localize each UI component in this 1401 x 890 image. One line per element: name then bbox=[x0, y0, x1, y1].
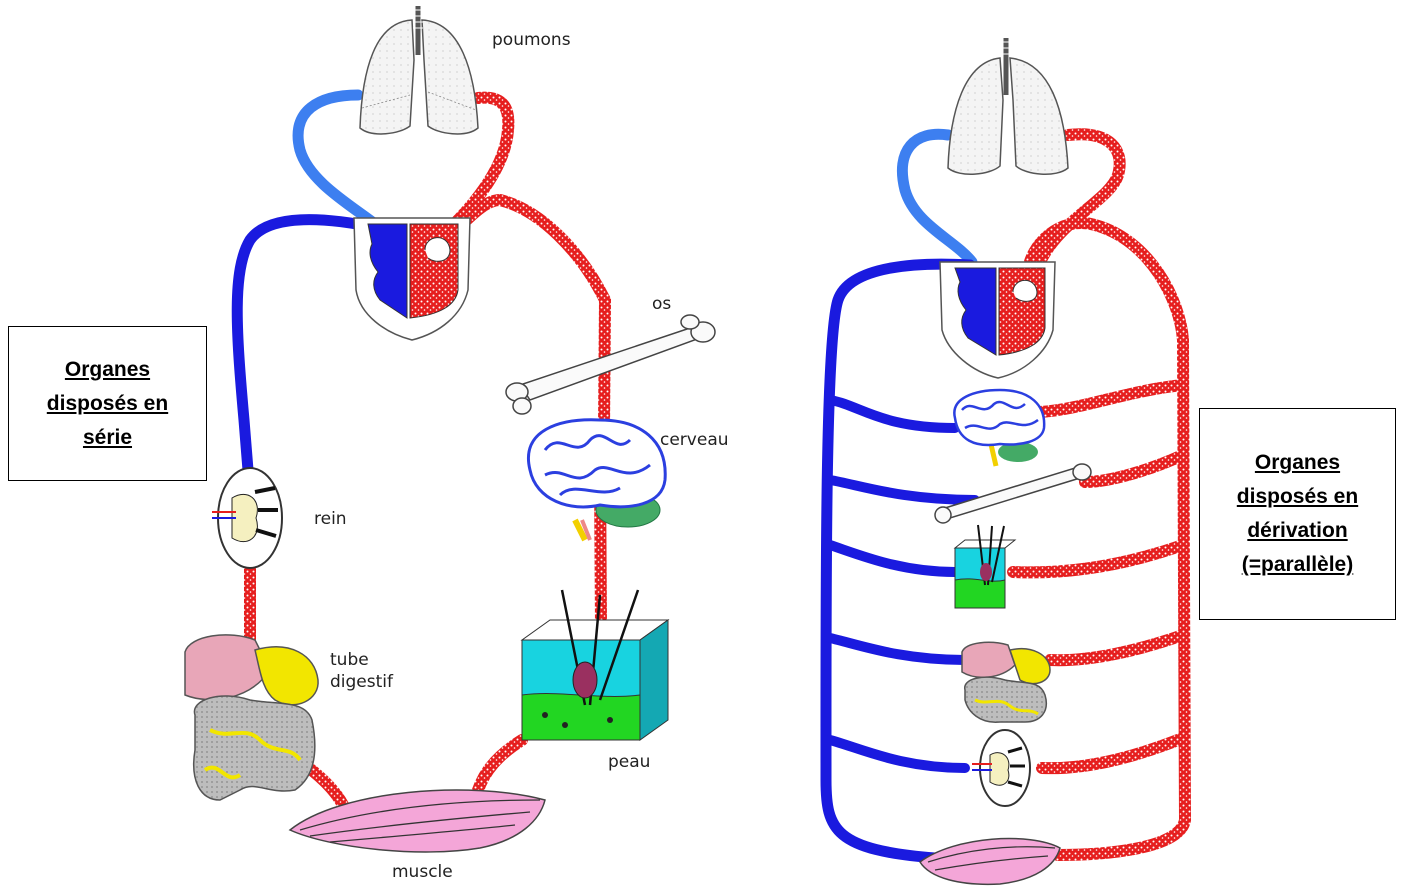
label-brain: cerveau bbox=[660, 430, 729, 450]
series-diagram bbox=[185, 6, 715, 852]
label-gut-line2: digestif bbox=[330, 672, 393, 692]
kidney-icon bbox=[212, 468, 282, 568]
label-lungs: poumons bbox=[492, 30, 571, 50]
venous-branches bbox=[830, 400, 975, 768]
parallel-title-line-3: dérivation bbox=[1237, 514, 1358, 548]
series-title-box: Organes disposés en série bbox=[8, 326, 207, 481]
series-title-line-3: série bbox=[47, 421, 168, 455]
muscle-icon bbox=[290, 790, 545, 852]
label-kidney: rein bbox=[314, 509, 347, 529]
lungs-icon bbox=[948, 38, 1068, 174]
label-bone: os bbox=[652, 294, 671, 314]
heart-icon bbox=[940, 262, 1055, 378]
bone-icon bbox=[935, 464, 1091, 523]
kidney-icon bbox=[972, 730, 1030, 806]
heart-icon bbox=[354, 218, 470, 340]
label-skin: peau bbox=[608, 752, 650, 772]
lungs-icon bbox=[360, 6, 478, 134]
muscle-icon bbox=[920, 839, 1060, 885]
skin-icon bbox=[955, 525, 1015, 608]
series-title-line-2: disposés en bbox=[47, 387, 168, 421]
label-muscle: muscle bbox=[392, 862, 453, 882]
parallel-diagram bbox=[826, 38, 1185, 884]
brain-icon bbox=[954, 390, 1044, 466]
label-gut-line1: tube bbox=[330, 650, 369, 670]
parallel-title-box: Organes disposés en dérivation (=parallè… bbox=[1199, 408, 1396, 620]
series-title-line-1: Organes bbox=[47, 353, 168, 387]
parallel-title-line-2: disposés en bbox=[1237, 480, 1358, 514]
digestive-tube-icon bbox=[962, 642, 1050, 722]
digestive-tube-icon bbox=[185, 635, 318, 800]
parallel-title-line-4: (=parallèle) bbox=[1237, 548, 1358, 582]
arterial-vessels bbox=[1013, 134, 1185, 855]
parallel-title-line-1: Organes bbox=[1237, 446, 1358, 480]
